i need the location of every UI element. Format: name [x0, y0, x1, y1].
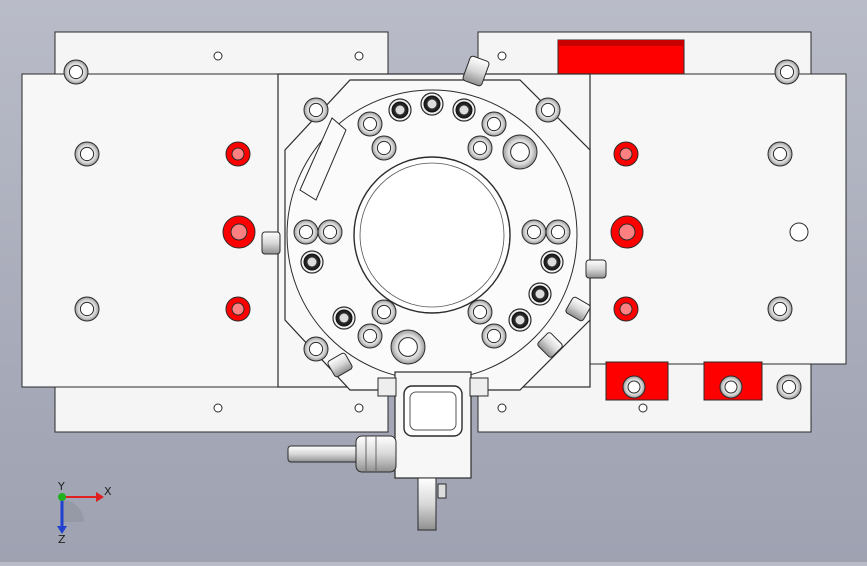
- small-hole: [497, 51, 507, 61]
- small-hole: [213, 403, 223, 413]
- fitting-left: [261, 231, 281, 255]
- axis-y-label: Y: [57, 480, 65, 493]
- fitting-right-1: [585, 259, 607, 279]
- valve-stem: [417, 477, 437, 531]
- manifold-port: [403, 385, 463, 437]
- small-hole: [638, 403, 648, 413]
- small-hole: [354, 403, 364, 413]
- locating-bar: [299, 117, 347, 201]
- small-hole: [354, 51, 364, 61]
- axis-z-label: Z: [58, 533, 66, 546]
- coordinate-triad-icon: X Y Z: [57, 480, 112, 546]
- fitting-top: [462, 55, 490, 87]
- fitting-bottom-left: [327, 352, 353, 378]
- manifold-bracket-right: [469, 377, 489, 397]
- turret-bolts: [293, 111, 571, 365]
- turret-dark-pins: [300, 92, 564, 332]
- small-hole: [497, 403, 507, 413]
- center-bore-inner: [359, 162, 505, 308]
- plate-holes: [63, 51, 809, 413]
- dowel-hole: [789, 222, 809, 242]
- red-highlight-holes: [222, 141, 644, 322]
- manifold-bracket-left: [377, 377, 397, 397]
- fitting-right-2: [565, 296, 591, 322]
- air-pipe: [287, 445, 359, 463]
- axis-x-label: X: [104, 485, 112, 498]
- small-hole: [213, 51, 223, 61]
- fitting-right-3: [537, 332, 563, 358]
